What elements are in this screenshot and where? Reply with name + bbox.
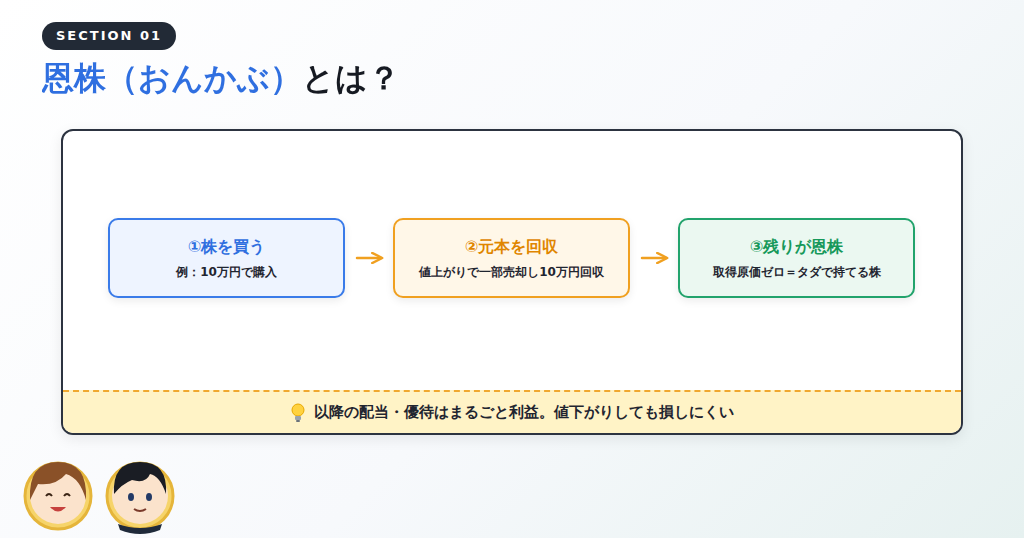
note-text: 以降の配当・優待はまるごと利益。値下がりしても損しにくい — [314, 403, 734, 422]
page-title: 恩株（おんかぶ）とは？ — [42, 56, 400, 100]
avatar-girl — [25, 462, 91, 529]
step-heading: ③残りが恩株 — [750, 236, 844, 258]
flow-arrow — [642, 257, 666, 260]
step-detail: 取得原価ゼロ＝タダで持てる株 — [713, 264, 881, 280]
step-detail: 例：10万円で購入 — [176, 264, 277, 280]
step-box: ②元本を回収値上がりで一部売却し10万円回収 — [393, 218, 630, 298]
bulb-icon — [290, 403, 306, 423]
section-badge: SECTION 01 — [42, 22, 176, 50]
avatar-boy — [107, 462, 173, 534]
step-heading: ②元本を回収 — [465, 236, 559, 258]
step-detail: 値上がりで一部売却し10万円回収 — [419, 264, 604, 280]
step-heading: ①株を買う — [188, 236, 266, 258]
step-box: ①株を買う例：10万円で購入 — [108, 218, 345, 298]
note-band: 以降の配当・優待はまるごと利益。値下がりしても損しにくい — [63, 390, 961, 433]
flow-arrow — [357, 257, 381, 260]
step-box: ③残りが恩株取得原価ゼロ＝タダで持てる株 — [678, 218, 915, 298]
